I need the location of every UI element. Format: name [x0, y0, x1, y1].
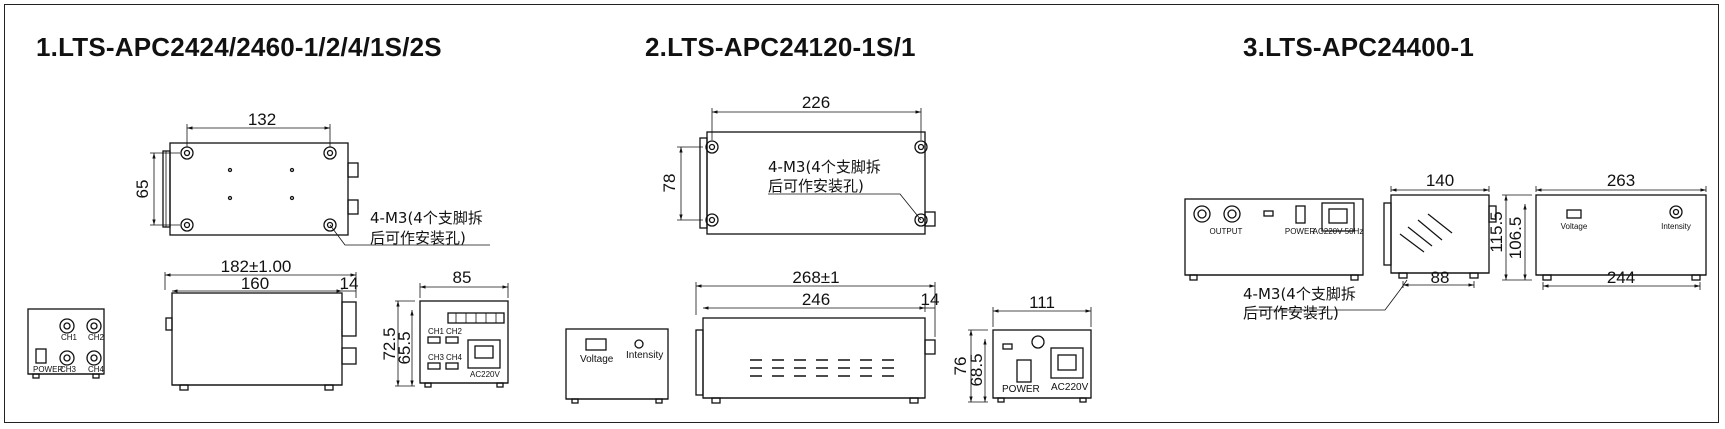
m1-rear-h2: 65.5 — [395, 331, 414, 364]
m3-note-line1: 4-M3(4个支脚拆 — [1243, 285, 1356, 303]
m1-front-label-ch3: CH3 — [60, 365, 77, 374]
m1-side-view — [164, 272, 357, 391]
m2-top-width: 226 — [802, 93, 830, 112]
m2-side-view — [695, 282, 936, 404]
m2-top-height: 78 — [660, 174, 679, 193]
m2-side-body: 246 — [802, 290, 830, 309]
drawing-frame — [4, 4, 1719, 423]
m1-note-line1: 4-M3(4个支脚拆 — [370, 209, 483, 227]
m3-front-width: 263 — [1607, 171, 1635, 190]
m1-note-line2: 后可作安装孔) — [370, 229, 466, 247]
m1-top-height: 65 — [133, 180, 152, 199]
m2-top-view — [677, 108, 936, 235]
m1-top-width: 132 — [248, 110, 276, 129]
m1-rear-label-ch2: CH2 — [446, 327, 463, 336]
title-model-2: 2.LTS-APC24120-1S/1 — [645, 32, 916, 62]
m2-rear-h1: 76 — [951, 357, 970, 376]
m2-front-view — [565, 328, 669, 404]
m3-front-h2: 106.5 — [1506, 217, 1525, 260]
m3-rear-view — [1184, 198, 1364, 281]
m2-rear-width: 111 — [1029, 293, 1055, 312]
m2-front-voltage: Voltage — [580, 354, 614, 365]
m3-front-intensity: Intensity — [1661, 222, 1691, 231]
m3-side-base: 88 — [1431, 268, 1450, 287]
m2-side-total: 268±1 — [792, 268, 839, 287]
m3-side-view — [1245, 186, 1497, 311]
m1-rear-label-ch3: CH3 — [428, 353, 445, 362]
m1-front-label-ch1: CH1 — [61, 333, 78, 342]
m2-side-ext: 14 — [921, 290, 940, 309]
m3-front-h1: 115.5 — [1487, 211, 1506, 252]
m1-front-view — [27, 308, 105, 379]
m1-rear-label-ch4: CH4 — [446, 353, 463, 362]
m1-rear-label-ac: AC220V — [470, 370, 500, 379]
m1-rear-width: 85 — [453, 268, 472, 287]
m1-front-label-ch4: CH4 — [88, 365, 105, 374]
m1-front-label-ch2: CH2 — [88, 333, 105, 342]
m2-note-line1: 4-M3(4个支脚拆 — [768, 158, 881, 176]
m3-side-width: 140 — [1426, 171, 1454, 190]
m3-rear-output: OUTPUT — [1210, 227, 1243, 236]
m1-rear-h1: 72.5 — [380, 327, 399, 360]
m3-front-base: 244 — [1607, 268, 1635, 287]
title-model-1: 1.LTS-APC2424/2460-1/2/4/1S/2S — [36, 32, 442, 62]
m2-rear-h2: 68.5 — [967, 353, 986, 386]
m2-rear-ac: AC220V — [1051, 382, 1089, 393]
m1-side-ext: 14 — [340, 274, 359, 293]
m2-front-intensity: Intensity — [626, 350, 663, 361]
m3-note-line2: 后可作安装孔) — [1243, 304, 1339, 322]
m1-top-view — [150, 124, 490, 246]
m2-note-line2: 后可作安装孔) — [768, 177, 864, 195]
m2-rear-view — [968, 307, 1092, 403]
m2-rear-power: POWER — [1002, 384, 1040, 395]
m1-rear-label-ch1: CH1 — [428, 327, 445, 336]
m3-front-voltage: Voltage — [1561, 222, 1588, 231]
m1-side-total: 182±1.00 — [221, 257, 292, 276]
m3-rear-power: POWER — [1285, 227, 1315, 236]
m1-rear-view — [395, 283, 509, 388]
m1-front-label-power: POWER — [33, 365, 63, 374]
title-model-3: 3.LTS-APC24400-1 — [1243, 32, 1475, 62]
m1-side-body: 160 — [241, 274, 269, 293]
m3-rear-ac: AC220V 50Hz — [1313, 227, 1364, 236]
m3-front-view — [1502, 186, 1707, 290]
